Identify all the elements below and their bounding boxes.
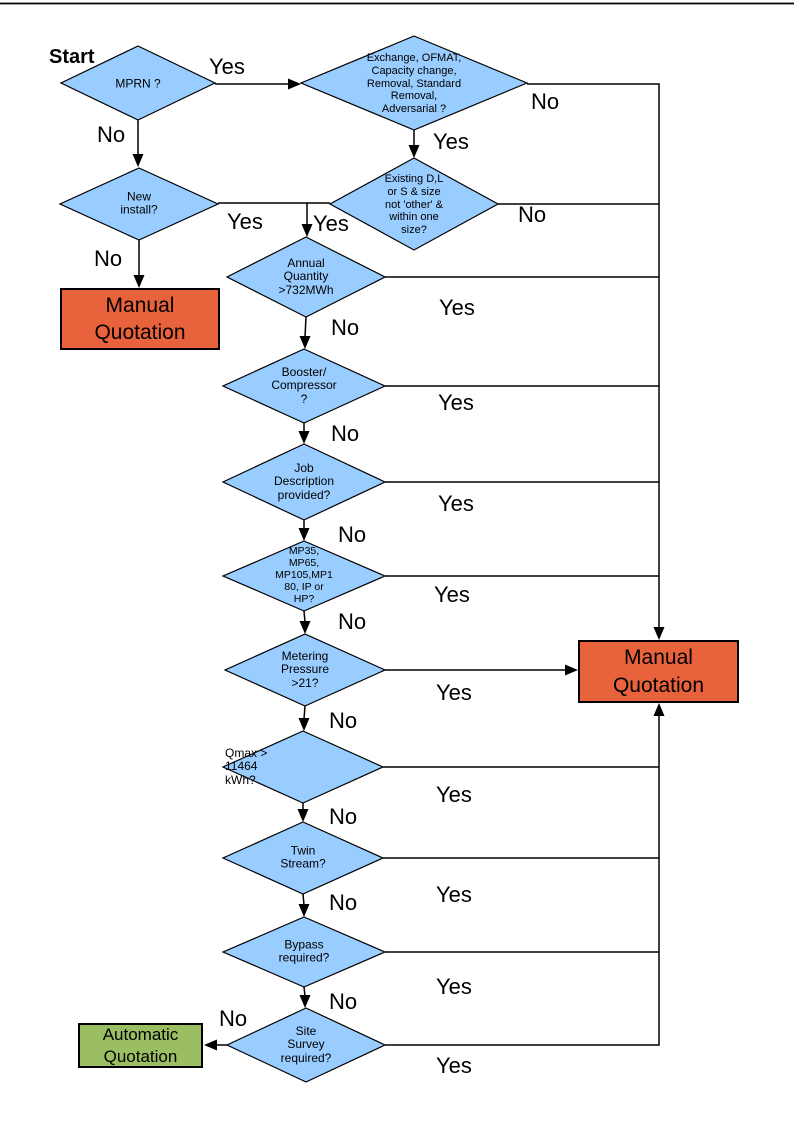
decision-mprn-label: MPRN ? <box>115 76 161 91</box>
decision-booster-label: Booster/ Compressor ? <box>271 364 337 406</box>
label-yes-new-install: Yes <box>227 209 263 234</box>
connector-line <box>303 610 306 623</box>
decision-job-description-shape <box>221 443 387 521</box>
arrowhead <box>565 664 578 676</box>
label-no-job-description: No <box>338 522 367 547</box>
decision-booster-shape <box>221 348 387 424</box>
label-yes-twin-stream: Yes <box>436 882 472 907</box>
label-no-booster: No <box>331 421 360 446</box>
arrowhead <box>298 904 310 917</box>
arrowhead <box>298 718 310 731</box>
label-yes-site-survey: Yes <box>436 1053 472 1078</box>
automatic-quotation-box: Automatic Quotation <box>78 1023 203 1068</box>
decision-job-description-label: Job Description provided? <box>273 460 335 502</box>
label-no-site-survey: No <box>219 1006 248 1031</box>
arrowhead <box>299 621 311 634</box>
connector-line <box>527 83 660 627</box>
arrowhead <box>408 145 420 158</box>
decision-existing-size-label: Existing D,L or S & size not 'other' & w… <box>384 173 444 237</box>
decision-existing-size-shape <box>328 157 500 251</box>
arrowhead <box>299 995 311 1008</box>
decision-twin-stream-shape <box>221 821 385 895</box>
arrowhead <box>204 1039 217 1051</box>
connector-line <box>304 316 307 338</box>
decision-annual-quantity-shape <box>225 236 387 318</box>
label-yes-pressure-tier: Yes <box>434 582 470 607</box>
decision-pressure-tier-label: MP35, MP65, MP105,MP1 80, IP or HP? <box>275 545 333 605</box>
connector-line <box>302 893 305 906</box>
decision-metering-pressure-label: Metering Pressure >21? <box>280 648 330 690</box>
arrowhead <box>298 528 310 541</box>
label-yes-qmax: Yes <box>436 782 472 807</box>
arrowhead <box>653 703 665 716</box>
label-no-exchange: No <box>531 89 560 114</box>
decision-mprn-shape <box>59 45 217 121</box>
manual-quotation-box-right: Manual Quotation <box>578 640 739 703</box>
label-no-annual-quantity: No <box>331 315 360 340</box>
label-yes-metering-pressure: Yes <box>436 680 472 705</box>
decision-bypass-label: Bypass required? <box>278 937 330 965</box>
label-yes-booster: Yes <box>438 390 474 415</box>
decision-site-survey-label: Site Survey required? <box>280 1023 332 1065</box>
arrowhead <box>298 431 310 444</box>
label-yes-annual-quantity: Yes <box>439 295 475 320</box>
arrowhead <box>299 336 311 349</box>
connector-line <box>303 705 306 720</box>
label-yes-job-description: Yes <box>438 491 474 516</box>
decision-twin-stream-label: Twin Stream? <box>280 843 326 871</box>
label-yes-exchange: Yes <box>433 129 469 154</box>
label-yes-mprn: Yes <box>209 54 245 79</box>
connector-line <box>303 986 306 997</box>
arrowhead <box>653 627 665 640</box>
label-no-twin-stream: No <box>329 890 358 915</box>
arrowhead <box>301 224 313 237</box>
arrowhead <box>297 809 309 822</box>
manual-quotation-box-left: Manual Quotation <box>60 288 220 350</box>
arrowhead <box>132 154 144 167</box>
label-yes-bypass: Yes <box>436 974 472 999</box>
arrowhead <box>133 275 145 288</box>
start-label: Start <box>49 46 95 68</box>
label-no-mprn: No <box>97 122 126 147</box>
label-yes-existing-size: Yes <box>313 211 349 236</box>
decision-site-survey-shape <box>225 1007 387 1083</box>
decision-bypass-shape <box>221 916 387 988</box>
connector-line <box>385 716 660 1046</box>
label-no-pressure-tier: No <box>338 609 367 634</box>
decision-exchange-label: Exchange, OFMAT, Capacity change, Remova… <box>366 52 462 116</box>
decision-metering-pressure-shape <box>223 633 387 707</box>
decision-qmax-shape <box>221 730 385 804</box>
decision-annual-quantity-label: Annual Quantity >732MWh <box>278 255 334 297</box>
label-no-bypass: No <box>329 989 358 1014</box>
label-no-existing-size: No <box>518 202 547 227</box>
label-no-metering-pressure: No <box>329 708 358 733</box>
decision-qmax-label: Qmax > 11464 kWh? <box>225 745 268 787</box>
arrowhead <box>288 78 301 90</box>
label-no-new-install: No <box>94 246 123 271</box>
decision-pressure-tier-shape <box>221 540 387 612</box>
label-no-qmax: No <box>329 804 358 829</box>
decision-exchange-shape <box>299 35 529 131</box>
decision-new-install-shape <box>58 167 220 241</box>
decision-new-install-label: New install? <box>120 189 158 217</box>
